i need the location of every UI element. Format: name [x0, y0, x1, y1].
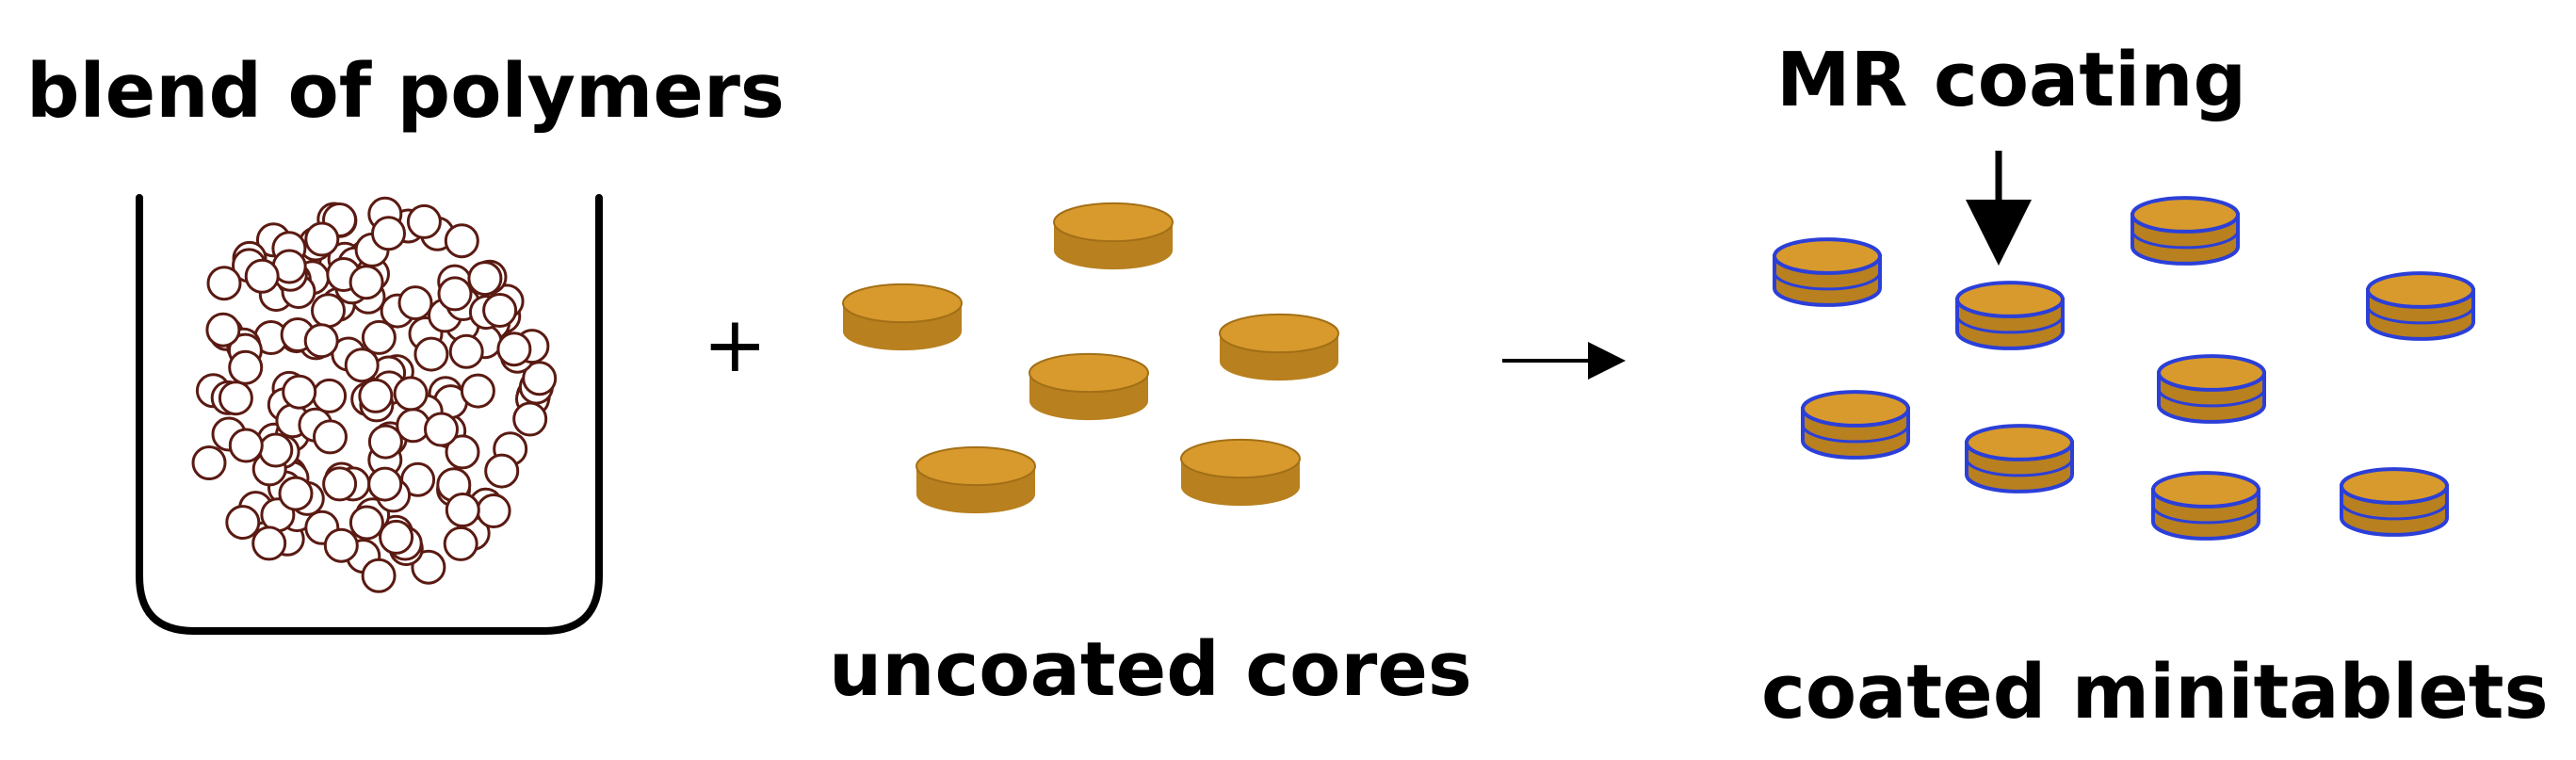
polymer-bead: [443, 526, 478, 561]
polymer-bead: [251, 526, 287, 561]
polymer-bead: [437, 276, 473, 312]
polymer-bead: [496, 331, 532, 367]
polymer-bead: [218, 380, 253, 416]
polymer-bead: [379, 519, 414, 555]
coated-minitablet: [2366, 271, 2475, 341]
polymer-bead: [258, 432, 294, 468]
uncoated-core-tablet: [842, 283, 963, 351]
coated-minitablet: [1773, 237, 1882, 307]
polymer-bead: [444, 223, 479, 259]
polymer-bead: [448, 333, 484, 369]
uncoated-core-tablet: [1029, 352, 1149, 421]
label-blend-of-polymers: blend of polymers: [26, 48, 785, 135]
polymer-bead: [348, 505, 384, 541]
polymer-bead: [476, 493, 511, 528]
polymer-bead: [367, 424, 403, 460]
polymer-bead: [303, 323, 339, 359]
polymer-bead: [361, 558, 397, 593]
uncoated-core-tablet: [1053, 202, 1174, 270]
polymer-bead: [512, 401, 548, 437]
polymer-bead: [411, 549, 446, 585]
label-mr-coating: MR coating: [1776, 37, 2246, 123]
polymer-beaker: [136, 194, 603, 635]
polymer-bead: [397, 285, 433, 321]
coated-minitablets-group: [1773, 196, 2475, 541]
polymer-bead: [371, 216, 406, 251]
label-coated-minitablets: coated minitablets: [1761, 649, 2549, 736]
polymer-bead: [361, 319, 397, 355]
coated-minitablet: [1801, 390, 1910, 460]
polymer-bead: [445, 434, 480, 470]
polymer-bead: [393, 376, 429, 412]
polymer-bead: [228, 428, 264, 463]
label-uncoated-cores: uncoated cores: [829, 626, 1472, 713]
polymer-bead: [225, 505, 261, 541]
polymer-bead: [413, 336, 449, 372]
polymer-bead: [311, 293, 346, 329]
polymer-bead: [445, 493, 480, 527]
polymer-bead: [313, 419, 348, 455]
coated-minitablet: [1965, 424, 2074, 493]
polymer-bead: [522, 361, 558, 396]
polymer-bead: [304, 221, 340, 257]
polymer-bead: [460, 373, 495, 409]
plus-sign: +: [703, 300, 768, 390]
polymer-bead: [482, 293, 518, 328]
polymer-bead: [244, 258, 280, 294]
uncoated-core-tablet: [1219, 313, 1339, 381]
polymer-bead: [323, 527, 359, 563]
coated-minitablet: [1955, 281, 2065, 350]
polymer-bead: [191, 445, 227, 480]
polymer-bead: [205, 312, 241, 348]
uncoated-cores-group: [842, 202, 1339, 514]
polymer-bead: [312, 378, 348, 413]
polymer-bead: [278, 476, 314, 511]
coated-minitablet: [2130, 196, 2240, 266]
polymer-bead: [228, 349, 264, 385]
polymer-bead: [484, 453, 520, 489]
polymer-beads: [191, 196, 558, 593]
uncoated-core-tablet: [915, 445, 1036, 514]
polymer-bead: [406, 203, 442, 239]
polymer-bead: [467, 261, 503, 297]
coated-minitablet: [2157, 354, 2266, 424]
coated-minitablet: [2340, 467, 2449, 537]
polymer-bead: [424, 412, 459, 447]
polymer-bead: [282, 374, 317, 410]
polymer-bead: [344, 348, 380, 383]
coated-minitablet: [2151, 471, 2260, 541]
polymer-bead: [206, 266, 242, 301]
polymer-bead: [367, 466, 403, 502]
polymer-bead: [322, 466, 358, 502]
polymer-bead: [400, 461, 436, 497]
polymer-bead: [358, 378, 394, 413]
polymer-bead: [348, 265, 384, 300]
uncoated-core-tablet: [1180, 438, 1301, 507]
